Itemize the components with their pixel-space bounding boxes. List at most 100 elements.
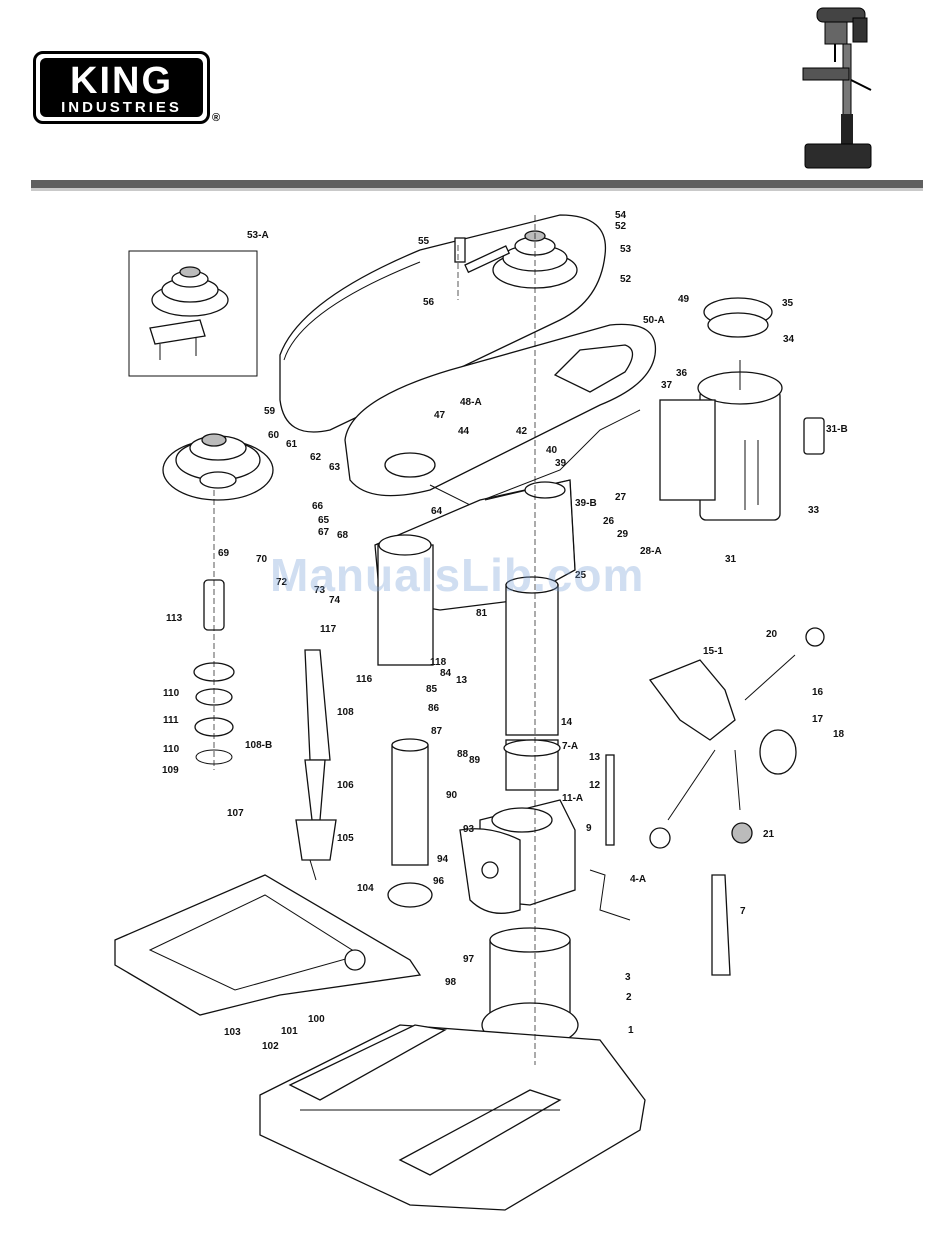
callout: 35	[782, 298, 794, 309]
callout: 31	[725, 554, 737, 565]
callout: 65	[318, 515, 330, 526]
callout: 85	[426, 684, 438, 695]
table-bracket	[459, 799, 576, 914]
callout: 3	[625, 972, 631, 983]
callout: 70	[256, 554, 268, 565]
callout: 40	[546, 445, 558, 456]
rack	[605, 754, 615, 846]
callout: 81	[476, 608, 488, 619]
callout: 94	[437, 854, 449, 865]
callout-labels: 53-A 55 56 54 52 53 52 50-A 49 35 34 48-…	[162, 210, 848, 1052]
callout: 100	[308, 1014, 325, 1025]
capacitor	[803, 417, 825, 455]
callout: 34	[783, 334, 795, 345]
callout: 9	[586, 823, 592, 834]
callout: 98	[445, 977, 457, 988]
callout: 104	[357, 883, 374, 894]
callout: 87	[431, 726, 443, 737]
callout: 67	[318, 527, 330, 538]
callout: 20	[766, 629, 778, 640]
callout: 50-A	[643, 315, 665, 326]
callout: 93	[463, 824, 475, 835]
callout: 117	[320, 624, 337, 635]
callout: 13	[456, 675, 468, 686]
logo-brand-name: KING	[70, 60, 173, 102]
logo-brand-sub: INDUSTRIES	[61, 99, 182, 116]
callout: 12	[589, 780, 601, 791]
callout: 113	[166, 613, 183, 624]
callout: 33	[808, 505, 820, 516]
callout: 105	[337, 833, 354, 844]
callout: 108	[337, 707, 354, 718]
header-rule-shade	[31, 188, 923, 191]
callout: 25	[575, 570, 587, 581]
callout: 11-A	[562, 793, 583, 804]
callout: 63	[329, 462, 341, 473]
callout: 110	[163, 688, 180, 699]
callout: 68	[337, 530, 349, 541]
callout: 55	[418, 236, 430, 247]
callout: 64	[431, 506, 443, 517]
callout: 62	[310, 452, 322, 463]
callout: 36	[676, 368, 688, 379]
spindle-parts	[193, 579, 433, 908]
callout: 60	[268, 430, 280, 441]
callout: 101	[281, 1026, 298, 1037]
callout: 109	[162, 765, 179, 776]
callout: 59	[264, 406, 276, 417]
crank-handle	[589, 869, 631, 921]
callout: 49	[678, 294, 690, 305]
callout: 102	[262, 1041, 279, 1052]
column	[503, 576, 561, 791]
callout: 4-A	[630, 874, 646, 885]
callout: 7-A	[562, 741, 578, 752]
callout: 15-1	[703, 646, 723, 657]
feed-handles	[648, 627, 825, 976]
center-lines	[213, 215, 536, 1065]
callout: 84	[440, 668, 452, 679]
callout: 1	[628, 1025, 634, 1036]
drill-press-thumbnail	[802, 7, 872, 169]
callout: 106	[337, 780, 354, 791]
callout: 86	[428, 703, 440, 714]
callout: 107	[227, 808, 244, 819]
callout: 96	[433, 876, 445, 887]
callout: 16	[812, 687, 824, 698]
header-rule	[31, 180, 923, 188]
callout: 54	[615, 210, 627, 221]
callout: 37	[661, 380, 673, 391]
callout: 97	[463, 954, 475, 965]
callout: 72	[276, 577, 288, 588]
base-assembly	[259, 927, 646, 1211]
callout: 48-A	[460, 397, 482, 408]
callout: 66	[312, 501, 324, 512]
callout: 69	[218, 548, 230, 559]
callout: 116	[356, 674, 373, 685]
inset-53a-pulley	[128, 250, 258, 377]
callout: 27	[615, 492, 627, 503]
callout: 31-B	[826, 424, 848, 435]
callout: 56	[423, 297, 435, 308]
logo-background	[40, 58, 203, 117]
spindle-pulley	[162, 433, 274, 501]
callout: 53-A	[247, 230, 269, 241]
callout: 21	[763, 829, 775, 840]
callout: 61	[286, 439, 298, 450]
callout: 18	[833, 729, 845, 740]
callout: 28-A	[640, 546, 662, 557]
registered-mark: ®	[212, 112, 221, 124]
callout: 2	[626, 992, 632, 1003]
king-industries-logo: KING INDUSTRIES	[33, 51, 210, 124]
motor	[659, 297, 783, 521]
callout: 103	[224, 1027, 241, 1038]
callout: 26	[603, 516, 615, 527]
callout: 39-B	[575, 498, 597, 509]
callout: 42	[516, 426, 528, 437]
callout: 90	[446, 790, 458, 801]
callout: 118	[430, 657, 447, 668]
callout: 52	[620, 274, 632, 285]
callout: 47	[434, 410, 446, 421]
callout: 108-B	[245, 740, 272, 751]
callout: 88	[457, 749, 469, 760]
callout: 44	[458, 426, 470, 437]
